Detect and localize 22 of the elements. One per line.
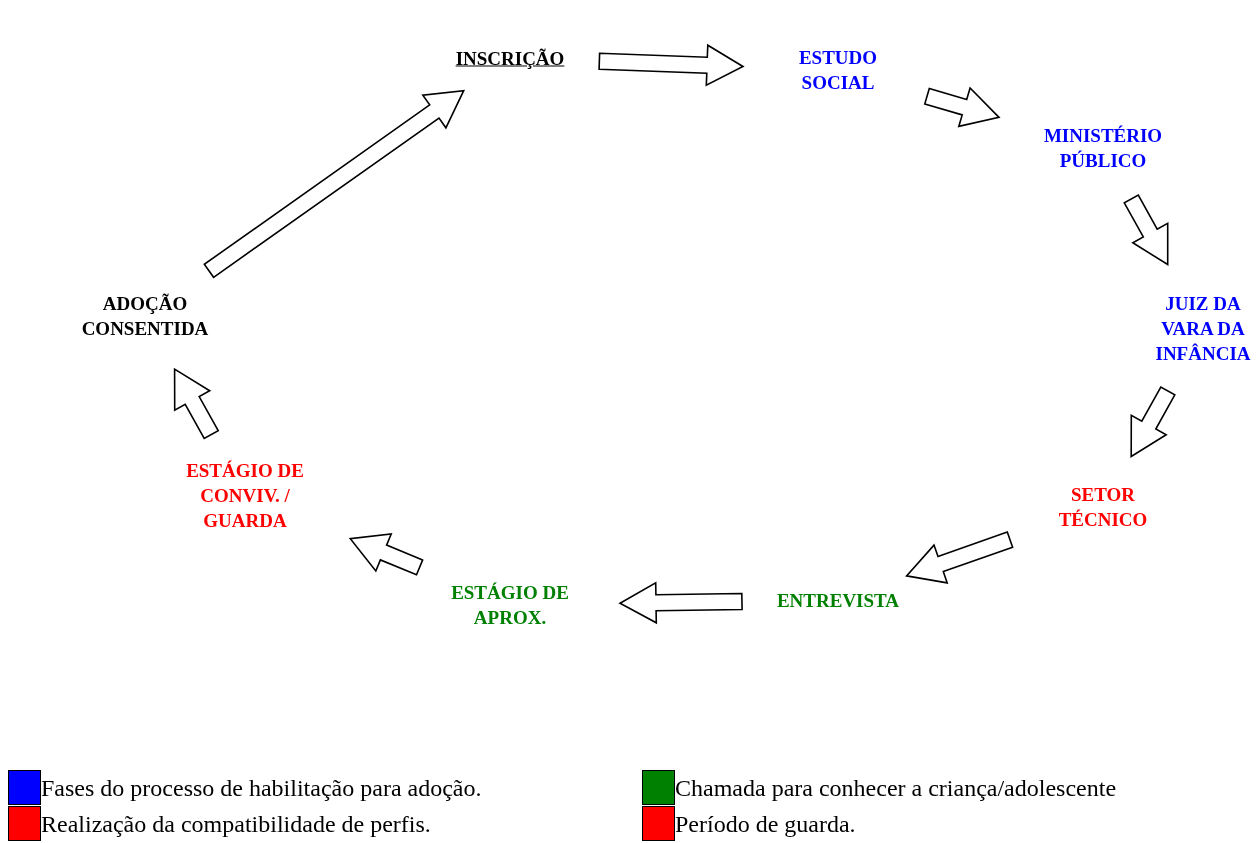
step-label: ADOÇÃO CONSENTIDA <box>80 292 210 341</box>
step-label: ESTUDO SOCIAL <box>797 46 879 95</box>
legend-text: Realização da compatibilidade de perfis. <box>41 809 431 838</box>
step-label: JUIZ DA VARA DA INFÂNCIA <box>1154 291 1252 366</box>
step-label: SETOR TÉCNICO <box>1057 483 1149 532</box>
legend-text: Fases do processo de habilitação para adoção. <box>41 773 482 802</box>
block-arrow <box>203 89 466 279</box>
block-arrow <box>923 86 1001 128</box>
block-arrow <box>905 531 1014 584</box>
block-arrow <box>348 533 424 576</box>
step-label: ESTÁGIO DE CONVIV. / GUARDA <box>185 458 305 533</box>
legend-text: Período de guarda. <box>675 809 856 838</box>
step-label: INSCRIÇÃO <box>455 46 565 71</box>
block-arrow <box>618 581 743 625</box>
legend-text: Chamada para conhecer a criança/adolescente <box>675 773 1117 802</box>
step-label: ENTREVISTA <box>776 588 900 613</box>
block-arrow <box>1130 386 1176 458</box>
step-label: MINISTÉRIO PÚBLICO <box>1042 124 1164 173</box>
block-arrow <box>1123 194 1169 266</box>
block-arrow <box>598 43 745 87</box>
block-arrow <box>173 367 220 440</box>
step-label: ESTÁGIO DE APROX. <box>450 581 570 630</box>
